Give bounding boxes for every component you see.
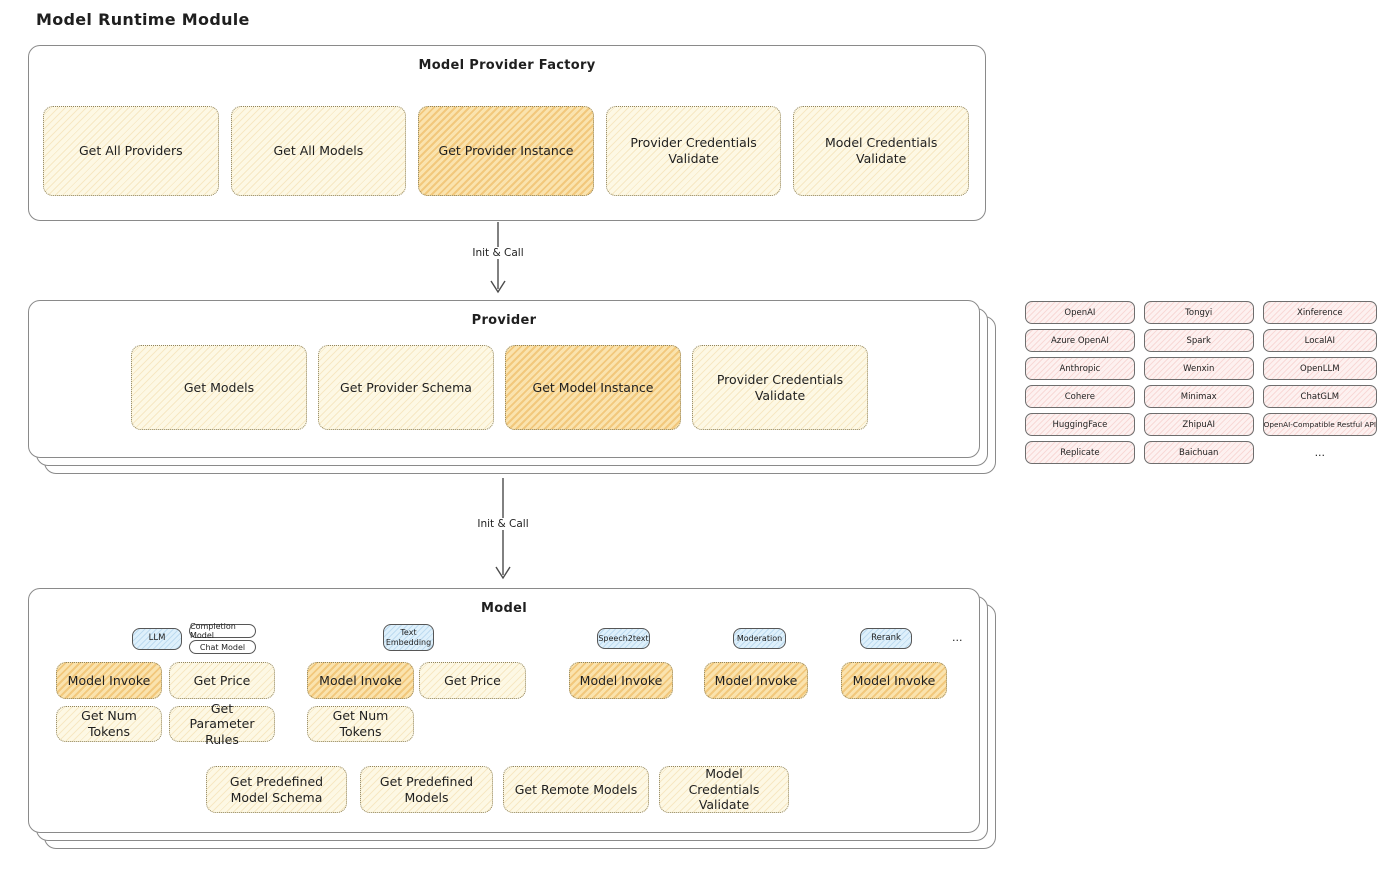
node-get-models: Get Models — [131, 345, 307, 430]
factory-title: Model Provider Factory — [418, 58, 596, 73]
provider-chip-tongyi: Tongyi — [1143, 301, 1254, 324]
tab-rerank: Rerank — [860, 628, 912, 649]
tab-speech2text: Speech2text — [597, 628, 650, 649]
provider-card: Provider Get Models Get Provider Schema … — [28, 300, 980, 458]
factory-card: Model Provider Factory Get All Providers… — [28, 45, 986, 221]
node-llm-model-invoke: Model Invoke — [56, 662, 162, 699]
provider-chip-spark: Spark — [1143, 329, 1254, 352]
provider-chip-azure-openai: Azure OpenAI — [1025, 329, 1135, 352]
provider-chip-openai-compatible: OpenAI-Compatible Restful API — [1262, 413, 1377, 436]
node-embedding-get-price: Get Price — [419, 662, 526, 699]
model-card: Model LLM Completion Model Chat Model Te… — [28, 588, 980, 833]
node-get-model-instance: Get Model Instance — [505, 345, 681, 430]
provider-chip-zhipuai: ZhipuAI — [1143, 413, 1254, 436]
node-model-credentials-validate: Model Credentials Validate — [793, 106, 969, 196]
arrow-down-icon — [495, 478, 511, 580]
provider-chip-openllm: OpenLLM — [1262, 357, 1377, 380]
node-provider-credentials-validate: Provider Credentials Validate — [605, 106, 782, 196]
node-get-predefined-model-schema: Get Predefined Model Schema — [206, 766, 347, 813]
provider-chip-wenxin: Wenxin — [1143, 357, 1254, 380]
factory-buttons-row: Get All Providers Get All Models Get Pro… — [43, 106, 969, 196]
provider-chip-chatglm: ChatGLM — [1262, 385, 1377, 408]
provider-chip-minimax: Minimax — [1143, 385, 1254, 408]
provider-chip-xinference: Xinference — [1262, 301, 1377, 324]
provider-chip-huggingface: HuggingFace — [1025, 413, 1135, 436]
node-get-remote-models: Get Remote Models — [503, 766, 649, 813]
tabs-more: ... — [952, 631, 963, 644]
arrow-label-init-call-1: Init & Call — [468, 247, 528, 259]
provider-title: Provider — [471, 313, 537, 328]
node-get-provider-instance: Get Provider Instance — [418, 106, 594, 196]
provider-registry-grid: OpenAI Tongyi Xinference Azure OpenAI Sp… — [1025, 301, 1377, 464]
provider-chip-anthropic: Anthropic — [1025, 357, 1135, 380]
node-rerank-model-invoke: Model Invoke — [841, 662, 947, 699]
provider-registry-more: ... — [1314, 446, 1326, 459]
arrow-factory-to-provider: Init & Call — [458, 221, 538, 297]
tab-text-embedding: Text Embedding — [383, 624, 434, 651]
node-llm-get-num-tokens: Get Num Tokens — [56, 706, 162, 742]
page-title: Model Runtime Module — [36, 10, 250, 29]
arrow-label-init-call-2: Init & Call — [473, 518, 533, 530]
tab-completion-model: Completion Model — [189, 622, 256, 640]
node-llm-get-parameter-rules: Get Parameter Rules — [169, 701, 275, 747]
node-embedding-get-num-tokens: Get Num Tokens — [307, 706, 414, 742]
provider-chip-localai: LocalAI — [1262, 329, 1377, 352]
node-moderation-model-invoke: Model Invoke — [704, 662, 808, 699]
arrow-down-icon — [490, 222, 506, 294]
tab-moderation: Moderation — [733, 628, 786, 649]
node-get-provider-schema: Get Provider Schema — [318, 345, 494, 430]
provider-chip-cohere: Cohere — [1025, 385, 1135, 408]
node-get-predefined-models: Get Predefined Models — [360, 766, 493, 813]
provider-chip-openai: OpenAI — [1025, 301, 1135, 324]
tab-chat-model: Chat Model — [189, 640, 256, 654]
provider-buttons-row: Get Models Get Provider Schema Get Model… — [131, 345, 868, 430]
node-get-all-models: Get All Models — [230, 106, 407, 196]
model-title: Model — [481, 601, 527, 616]
provider-chip-baichuan: Baichuan — [1143, 441, 1254, 464]
node-model-credentials-validate-2: Model Credentials Validate — [659, 766, 789, 813]
node-embedding-model-invoke: Model Invoke — [307, 662, 414, 699]
node-llm-get-price: Get Price — [169, 662, 275, 699]
tab-llm: LLM — [132, 628, 182, 650]
node-get-all-providers: Get All Providers — [43, 106, 219, 196]
node-speech2text-model-invoke: Model Invoke — [569, 662, 673, 699]
arrow-provider-to-model: Init & Call — [463, 477, 543, 583]
provider-chip-replicate: Replicate — [1025, 441, 1135, 464]
node-provider-credentials-validate-2: Provider Credentials Validate — [692, 345, 868, 430]
